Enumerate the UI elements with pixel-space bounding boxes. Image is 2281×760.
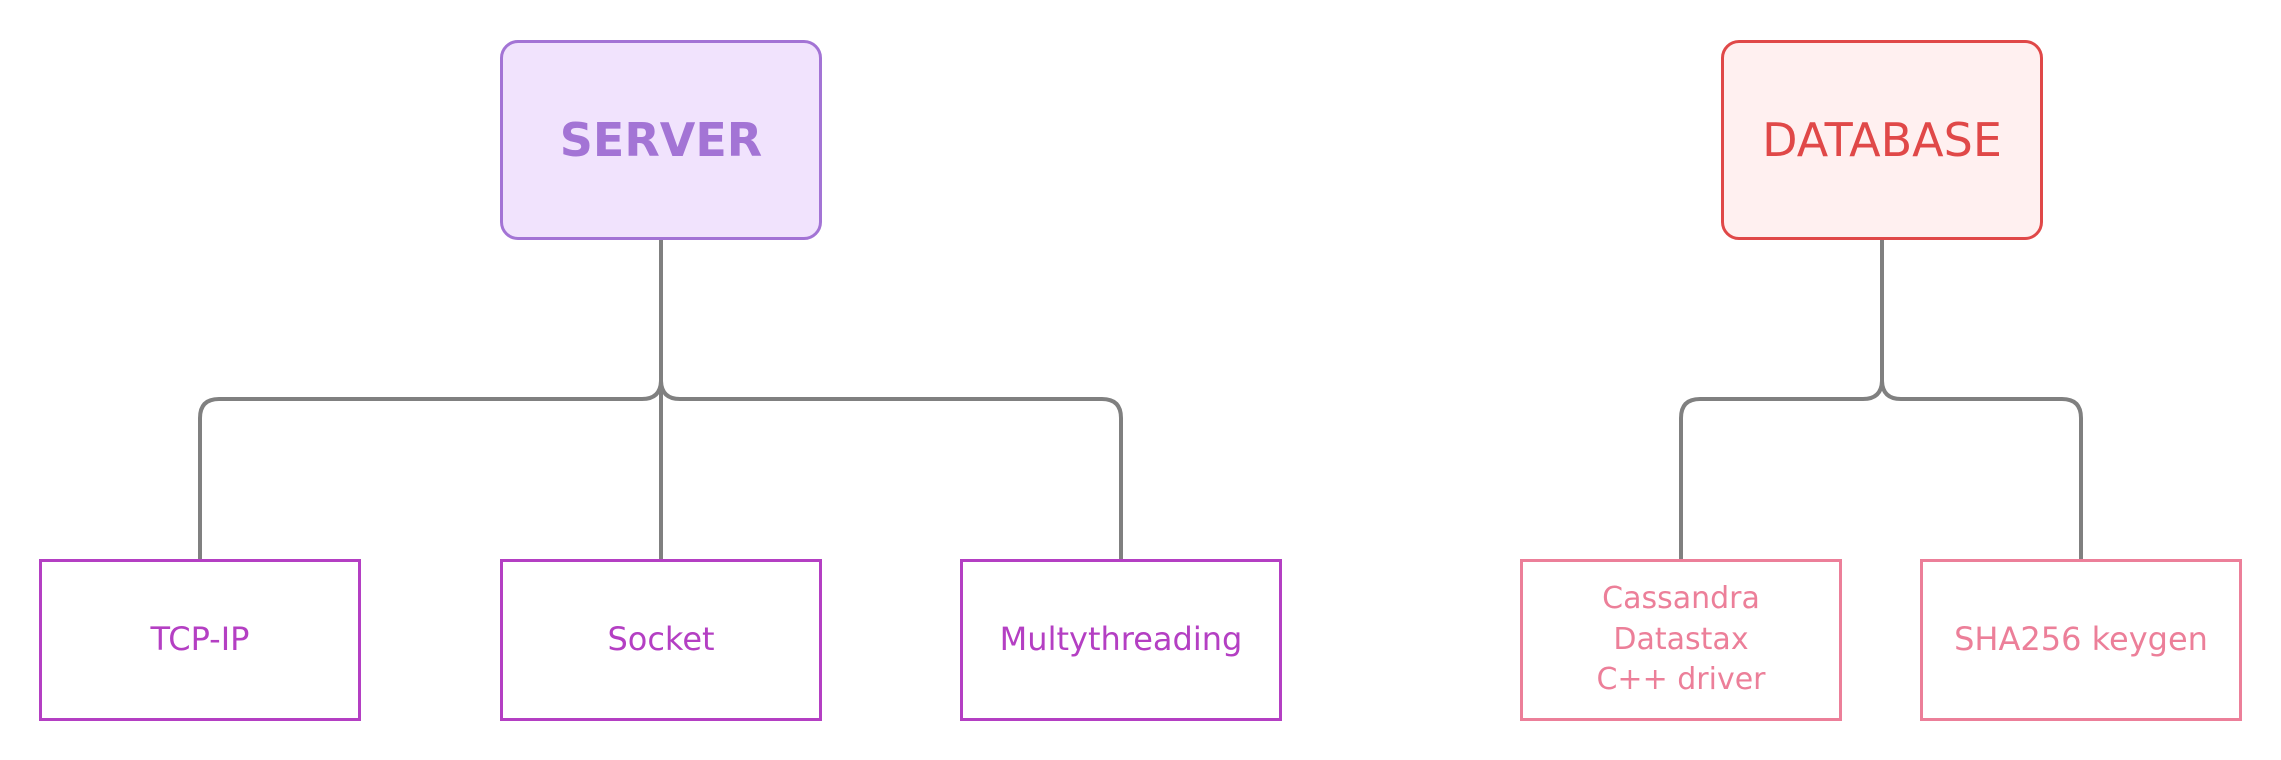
tcp-ip-node: TCP-IP bbox=[39, 559, 361, 721]
database-node-label: DATABASE bbox=[1762, 113, 2002, 167]
socket-node-label: Socket bbox=[607, 620, 715, 659]
database-to-cassandra-connector bbox=[1679, 379, 1884, 559]
server-node: SERVER bbox=[500, 40, 822, 240]
multythreading-node: Multythreading bbox=[960, 559, 1282, 721]
server-to-multythreading-connector bbox=[659, 379, 1123, 559]
multythreading-node-label: Multythreading bbox=[999, 620, 1243, 659]
database-node: DATABASE bbox=[1721, 40, 2043, 240]
socket-node: Socket bbox=[500, 559, 822, 721]
sha256-keygen-node: SHA256 keygen bbox=[1920, 559, 2242, 721]
cassandra-driver-label-line1: Cassandra Datastax bbox=[1602, 581, 1760, 657]
server-to-tcpip-connector bbox=[198, 379, 663, 559]
database-to-sha256-connector bbox=[1880, 379, 2083, 559]
sha256-keygen-node-label: SHA256 keygen bbox=[1954, 620, 2208, 659]
tcp-ip-node-label: TCP-IP bbox=[150, 620, 250, 659]
cassandra-driver-node: Cassandra Datastax C++ driver bbox=[1520, 559, 1842, 721]
cassandra-driver-label-line2: C++ driver bbox=[1596, 662, 1766, 698]
server-node-label: SERVER bbox=[559, 113, 763, 167]
